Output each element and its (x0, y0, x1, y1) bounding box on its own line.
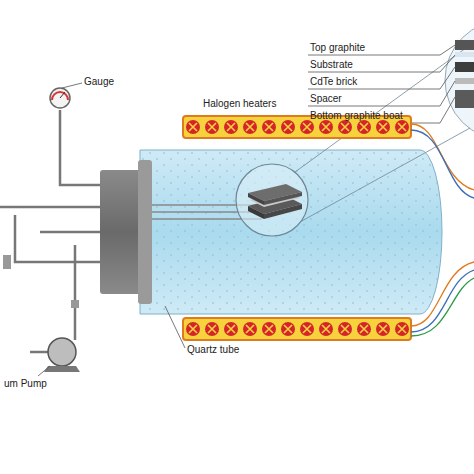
lamp-cross (246, 123, 254, 131)
lamp-cross (265, 325, 273, 333)
pump-symbol (48, 338, 76, 366)
lamp-cross (284, 325, 292, 333)
heater-lamps (186, 120, 409, 336)
pipes (0, 110, 105, 352)
lamp-cross (227, 325, 235, 333)
flange (138, 160, 152, 304)
part-label: Spacer (310, 93, 342, 105)
lamp (338, 322, 352, 336)
lamp (357, 120, 371, 134)
zoom-line (295, 45, 470, 172)
part-label: Top graphite (310, 42, 365, 54)
lamp-cross (360, 123, 368, 131)
lamp (357, 322, 371, 336)
lamp (319, 120, 333, 134)
zoom-circle (445, 20, 474, 140)
part-label: Quartz tube (187, 344, 239, 356)
lamp (224, 322, 238, 336)
part-label: Bottom graphite boat (310, 110, 403, 122)
lamp (395, 322, 409, 336)
part-label: Halogen heaters (203, 98, 276, 110)
quartz-tube (140, 150, 442, 314)
lamp (319, 322, 333, 336)
lamp-cross (398, 123, 406, 131)
part-label: um Pump (4, 378, 47, 390)
lamp (224, 120, 238, 134)
valve (3, 255, 11, 269)
lamp-cross (189, 123, 197, 131)
lamp-cross (303, 325, 311, 333)
lamp (186, 322, 200, 336)
zoom-line (300, 128, 470, 222)
lamp-cross (379, 123, 387, 131)
gauge-scale (52, 92, 68, 100)
part-label: Substrate (310, 59, 353, 71)
lamp-cross (265, 123, 273, 131)
tube-texture (140, 150, 442, 314)
lamp-cross (246, 325, 254, 333)
lamp-cross (208, 123, 216, 131)
lamp-cross (284, 123, 292, 131)
part-label: CdTe brick (310, 76, 357, 88)
lamp-cross (379, 325, 387, 333)
gauge-needle (60, 92, 65, 98)
lamp (281, 120, 295, 134)
lamp (281, 322, 295, 336)
lamp-cross (227, 123, 235, 131)
lamp-cross (341, 325, 349, 333)
heater-wires (411, 124, 474, 336)
lamp-cross (341, 123, 349, 131)
lamp-cross (208, 325, 216, 333)
lamp (376, 322, 390, 336)
lamp (262, 120, 276, 134)
part-label: Gauge (84, 76, 114, 88)
lamp (205, 120, 219, 134)
lamp (186, 120, 200, 134)
lamp (338, 120, 352, 134)
lamp-cross (322, 325, 330, 333)
graphite-stack (248, 184, 302, 219)
lamp-cross (360, 325, 368, 333)
lamp-cross (303, 123, 311, 131)
lamp (243, 120, 257, 134)
gauge-symbol (50, 88, 70, 108)
lamp (243, 322, 257, 336)
lamp (205, 322, 219, 336)
lamp (300, 120, 314, 134)
valve (71, 300, 79, 308)
lamp (300, 322, 314, 336)
leader-lines (38, 45, 455, 376)
heater-bar (183, 318, 411, 340)
lamp (395, 120, 409, 134)
lamp-cross (189, 325, 197, 333)
lamp (376, 120, 390, 134)
lamp (262, 322, 276, 336)
lamp-cross (398, 325, 406, 333)
pipe (74, 330, 77, 340)
zoom-circle (236, 164, 308, 236)
lamp-cross (322, 123, 330, 131)
zoom-layers (455, 40, 474, 108)
